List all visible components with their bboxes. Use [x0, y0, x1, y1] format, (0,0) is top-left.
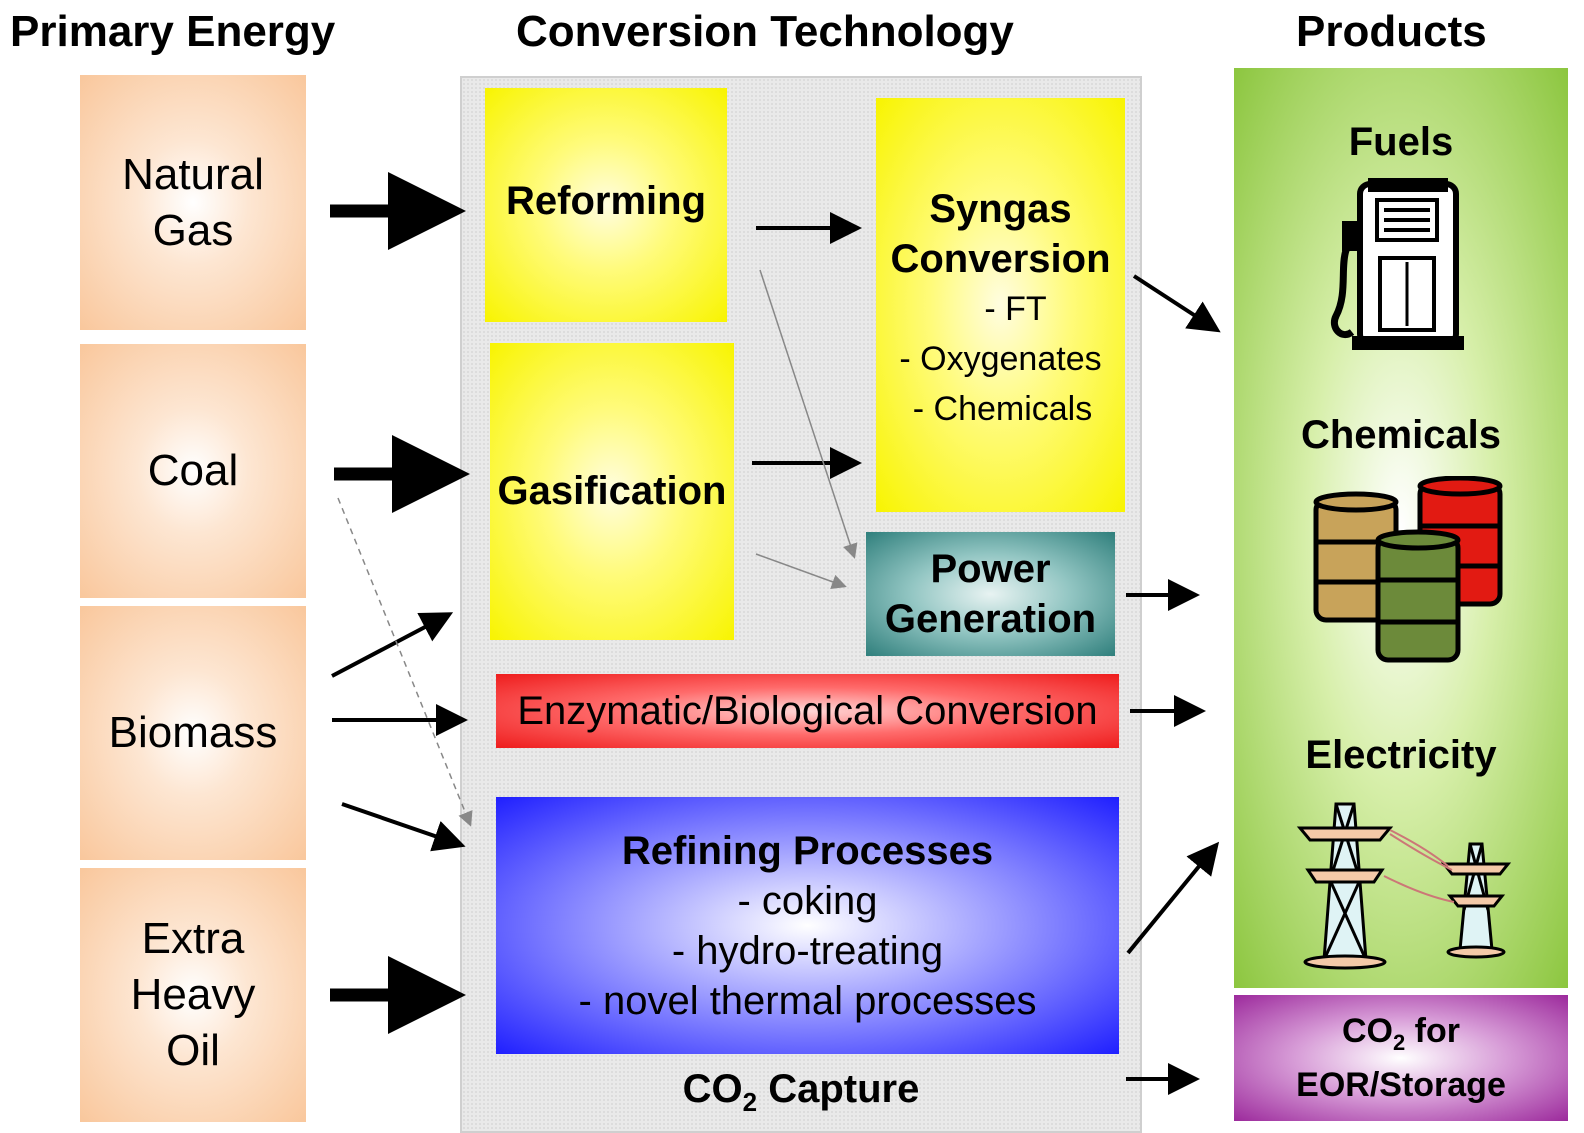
products-header: Products — [1296, 7, 1487, 56]
gasification-label: Gasification — [497, 468, 727, 513]
syngas-item-ft: - FT — [984, 290, 1047, 328]
syngas-title-line2: Conversion — [890, 237, 1111, 281]
source-coal: Coal — [80, 344, 306, 598]
source-natural-gas: Natural Gas — [80, 75, 306, 330]
enzymatic-conversion-box: Enzymatic/Biological Conversion — [496, 674, 1119, 748]
co2-eor-sub: 2 — [1392, 1029, 1406, 1055]
arrow-biomass-to-refining — [341, 802, 466, 852]
syngas-item-oxygenates: - Oxygenates — [899, 340, 1102, 378]
co2-capture-prefix: CO — [682, 1067, 743, 1111]
primary-energy-header: Primary Energy — [10, 7, 336, 56]
reforming-box: Reforming — [485, 88, 727, 322]
co2-eor-prefix: CO — [1341, 1012, 1393, 1051]
source-label-line: Biomass — [108, 708, 278, 757]
arrow-biomass-to-gasification — [331, 612, 454, 678]
power-line2: Generation — [884, 597, 1097, 641]
oil-barrels-icon — [1313, 476, 1503, 663]
product-chemicals-label: Chemicals — [1300, 413, 1502, 457]
source-extra-heavy-oil: Extra Heavy Oil — [80, 868, 306, 1122]
source-label-line: Extra — [141, 914, 245, 963]
source-label-line: Gas — [152, 205, 234, 255]
products-panel: Fuels Chemicals Electricity — [1234, 68, 1568, 988]
enzymatic-label: Enzymatic/Biological Conversion — [517, 689, 1098, 733]
fuel-pump-icon — [1331, 178, 1464, 350]
source-label-line: Natural — [122, 149, 264, 199]
power-line1: Power — [930, 547, 1051, 591]
power-generation-box: Power Generation — [866, 532, 1115, 656]
source-label-line: Coal — [147, 446, 239, 495]
reforming-label: Reforming — [506, 179, 706, 223]
co2-eor-suffix: for — [1405, 1012, 1461, 1051]
co2-eor-line2: EOR/Storage — [1296, 1065, 1506, 1104]
source-biomass: Biomass — [80, 606, 306, 860]
refining-processes-box: Refining Processes - coking - hydro-trea… — [496, 797, 1119, 1054]
co2-eor-storage-box: CO2 for EOR/Storage — [1234, 995, 1568, 1121]
co2-capture-sub: 2 — [742, 1087, 758, 1117]
gasification-box: Gasification — [490, 343, 734, 640]
conversion-technology-header: Conversion Technology — [516, 7, 1014, 56]
syngas-title-line1: Syngas — [929, 187, 1072, 231]
refining-item-coking: - coking — [737, 878, 878, 923]
refining-item-hydrotreating: - hydro-treating — [671, 928, 944, 973]
syngas-item-chemicals: - Chemicals — [912, 390, 1093, 428]
co2-eor-line1: CO2 for — [1342, 1010, 1460, 1064]
co2-capture-label: CO2 Capture — [460, 1064, 1142, 1127]
co2-capture-suffix: Capture — [757, 1067, 920, 1111]
product-fuels-label: Fuels — [1348, 120, 1454, 164]
refining-title: Refining Processes — [621, 828, 994, 873]
power-tower-icon — [1296, 802, 1512, 970]
source-label-line: Oil — [166, 1026, 220, 1075]
source-label-line: Heavy — [130, 970, 256, 1019]
arrow-syngas-to-fuels — [1132, 274, 1221, 333]
product-electricity-label: Electricity — [1305, 733, 1497, 777]
arrow-coal-to-refining-dashed — [337, 497, 473, 827]
syngas-conversion-box: Syngas Conversion - FT - Oxygenates - Ch… — [876, 98, 1125, 512]
refining-item-thermal: - novel thermal processes — [578, 978, 1037, 1023]
